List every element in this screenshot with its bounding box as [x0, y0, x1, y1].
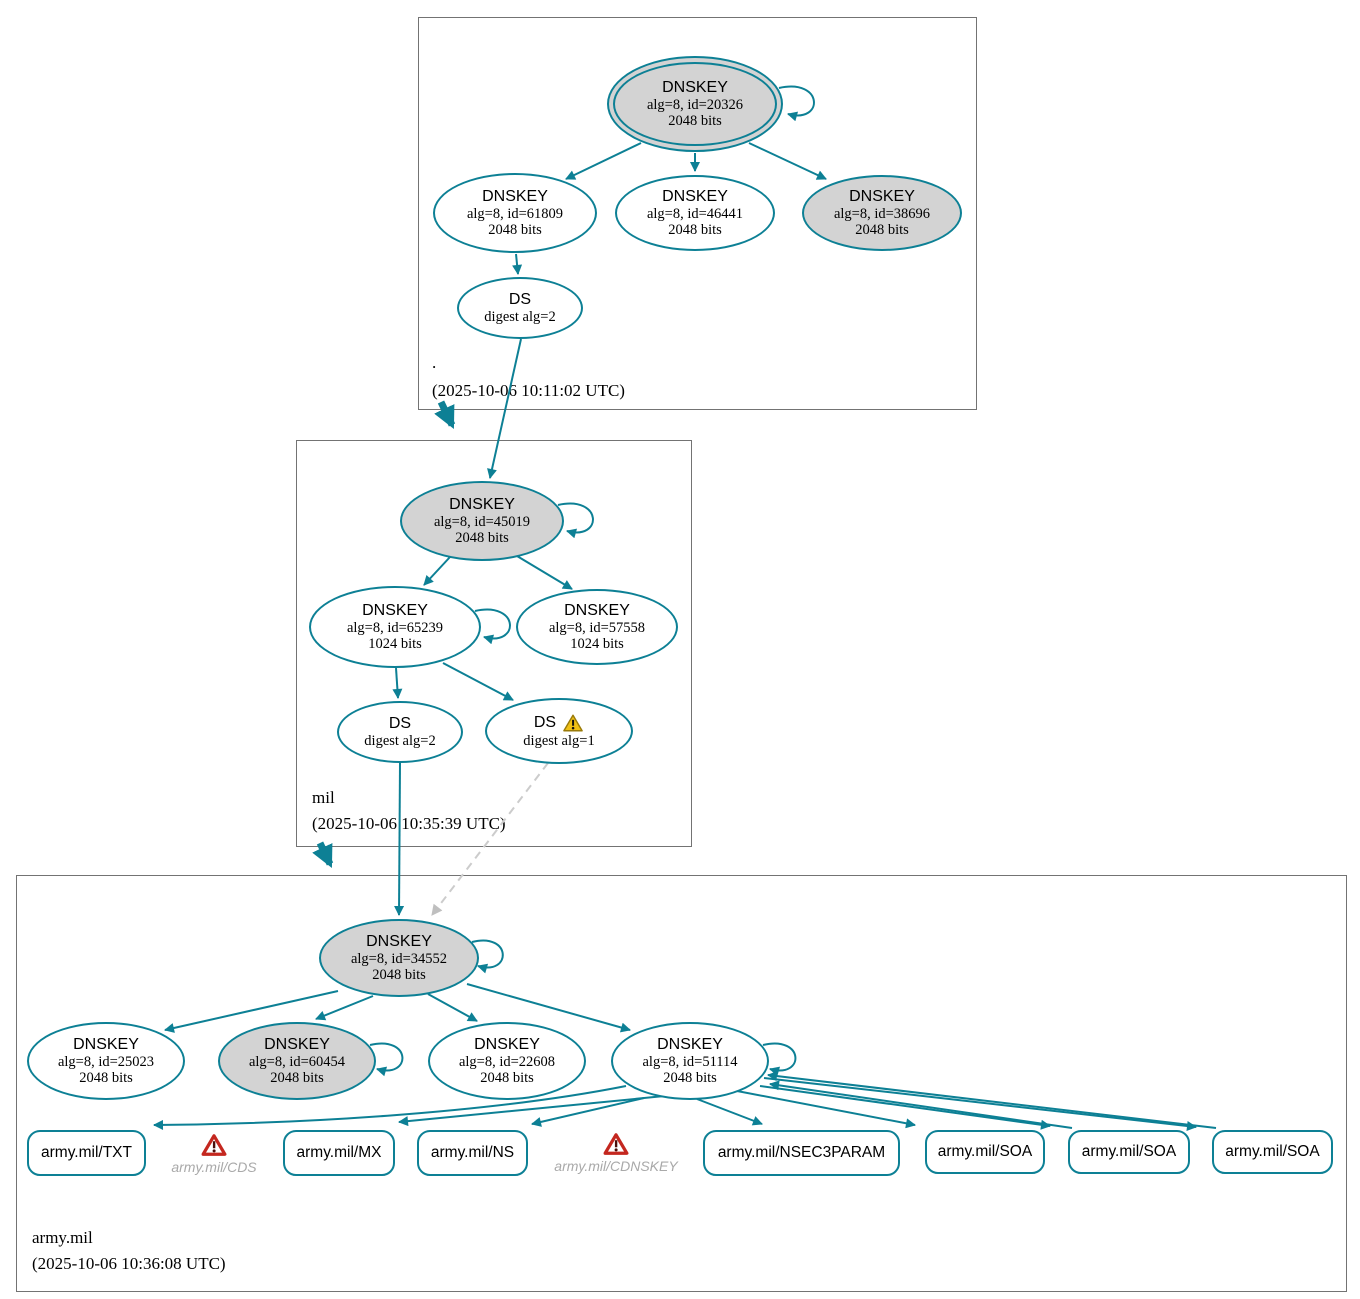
- node-detail-label: alg=8, id=65239: [346, 619, 444, 636]
- dnskey-34552-node[interactable]: DNSKEY alg=8, id=34552 2048 bits: [319, 919, 479, 997]
- node-detail-label: alg=8, id=45019: [433, 513, 531, 530]
- rrset-army-mil-cdnskey-warning[interactable]: army.mil/CDNSKEY: [535, 1132, 697, 1174]
- node-type-label: DNSKEY: [849, 187, 915, 205]
- node-detail-label: digest alg=2: [484, 308, 556, 325]
- node-size-label: 2048 bits: [480, 1069, 534, 1086]
- dnskey-46441-node[interactable]: DNSKEY alg=8, id=46441 2048 bits: [615, 175, 775, 251]
- node-size-label: 2048 bits: [668, 112, 722, 129]
- node-detail-label: alg=8, id=25023: [57, 1053, 155, 1070]
- node-detail-label: alg=8, id=20326: [646, 96, 744, 113]
- dnskey-57558-node[interactable]: DNSKEY alg=8, id=57558 1024 bits: [516, 589, 678, 665]
- rrset-army-mil-ns[interactable]: army.mil/NS: [417, 1130, 528, 1176]
- zone-timestamp-root: (2025-10-06 10:11:02 UTC): [432, 381, 625, 400]
- rrset-army-mil-nsec3param[interactable]: army.mil/NSEC3PARAM: [703, 1130, 900, 1176]
- warning-label: army.mil/CDS: [171, 1159, 257, 1175]
- zone-name-mil: mil: [312, 788, 335, 807]
- zone-name-root: .: [432, 353, 437, 372]
- node-detail-label: digest alg=2: [364, 732, 436, 749]
- node-detail-label: alg=8, id=46441: [646, 205, 744, 222]
- warning-icon: [201, 1134, 227, 1156]
- dnskey-25023-node[interactable]: DNSKEY alg=8, id=25023 2048 bits: [27, 1022, 185, 1100]
- node-type-label: DNSKEY: [73, 1035, 139, 1053]
- node-size-label: 2048 bits: [79, 1069, 133, 1086]
- zone-timestamp-army-mil: (2025-10-06 10:36:08 UTC): [32, 1254, 226, 1273]
- ds-mil-alg1-node[interactable]: DS digest alg=1: [485, 698, 633, 764]
- dnskey-38696-node[interactable]: DNSKEY alg=8, id=38696 2048 bits: [802, 175, 962, 251]
- dnskey-22608-node[interactable]: DNSKEY alg=8, id=22608 2048 bits: [428, 1022, 586, 1100]
- node-type-label: DNSKEY: [564, 601, 630, 619]
- node-detail-label: digest alg=1: [523, 732, 595, 749]
- ds-root-node[interactable]: DS digest alg=2: [457, 277, 583, 339]
- zone-box-army-mil: [16, 875, 1347, 1292]
- node-detail-label: alg=8, id=34552: [350, 950, 448, 967]
- node-type-label: DNSKEY: [657, 1035, 723, 1053]
- node-type-label: DNSKEY: [449, 495, 515, 513]
- node-size-label: 1024 bits: [570, 635, 624, 652]
- node-detail-label: alg=8, id=38696: [833, 205, 931, 222]
- node-size-label: 2048 bits: [455, 529, 509, 546]
- node-size-label: 2048 bits: [372, 966, 426, 983]
- node-detail-label: alg=8, id=51114: [642, 1053, 738, 1070]
- node-size-label: 2048 bits: [270, 1069, 324, 1086]
- node-size-label: 2048 bits: [668, 221, 722, 238]
- node-type-label: DNSKEY: [662, 187, 728, 205]
- node-type-label: DNSKEY: [366, 932, 432, 950]
- node-type-label: DNSKEY: [482, 187, 548, 205]
- node-size-label: 2048 bits: [855, 221, 909, 238]
- rrset-army-mil-mx[interactable]: army.mil/MX: [283, 1130, 395, 1176]
- node-size-label: 2048 bits: [663, 1069, 717, 1086]
- node-size-label: 1024 bits: [368, 635, 422, 652]
- node-type-label: DS: [533, 713, 557, 731]
- zone-timestamp-mil: (2025-10-06 10:35:39 UTC): [312, 814, 506, 833]
- dnskey-45019-node[interactable]: DNSKEY alg=8, id=45019 2048 bits: [400, 481, 564, 561]
- warning-icon: [603, 1133, 629, 1155]
- node-size-label: 2048 bits: [488, 221, 542, 238]
- warning-label: army.mil/CDNSKEY: [554, 1158, 678, 1174]
- zone-name-army-mil: army.mil: [32, 1228, 93, 1247]
- rrset-army-mil-cds-warning[interactable]: army.mil/CDS: [140, 1133, 288, 1175]
- node-type-label: DNSKEY: [662, 78, 728, 96]
- ds-mil-alg2-node[interactable]: DS digest alg=2: [337, 701, 463, 763]
- dnskey-61809-node[interactable]: DNSKEY alg=8, id=61809 2048 bits: [433, 173, 597, 253]
- zone-box-root: [418, 17, 977, 410]
- rrset-army-mil-txt[interactable]: army.mil/TXT: [27, 1130, 146, 1176]
- warning-icon: [563, 714, 583, 732]
- node-type-label: DNSKEY: [474, 1035, 540, 1053]
- node-detail-label: alg=8, id=57558: [548, 619, 646, 636]
- rrset-army-mil-soa-1[interactable]: army.mil/SOA: [925, 1130, 1045, 1174]
- node-type-label: DS: [388, 714, 412, 732]
- dnskey-65239-node[interactable]: DNSKEY alg=8, id=65239 1024 bits: [309, 586, 481, 668]
- node-type-label: DNSKEY: [362, 601, 428, 619]
- dnskey-60454-node[interactable]: DNSKEY alg=8, id=60454 2048 bits: [218, 1022, 376, 1100]
- node-detail-label: alg=8, id=60454: [248, 1053, 346, 1070]
- node-detail-label: alg=8, id=22608: [458, 1053, 556, 1070]
- rrset-army-mil-soa-2[interactable]: army.mil/SOA: [1068, 1130, 1190, 1174]
- rrset-army-mil-soa-3[interactable]: army.mil/SOA: [1212, 1130, 1333, 1174]
- node-type-label: DS: [508, 290, 532, 308]
- dnskey-20326-node[interactable]: DNSKEY alg=8, id=20326 2048 bits: [607, 56, 783, 152]
- node-detail-label: alg=8, id=61809: [466, 205, 564, 222]
- dnskey-51114-node[interactable]: DNSKEY alg=8, id=51114 2048 bits: [611, 1022, 769, 1100]
- node-type-label: DNSKEY: [264, 1035, 330, 1053]
